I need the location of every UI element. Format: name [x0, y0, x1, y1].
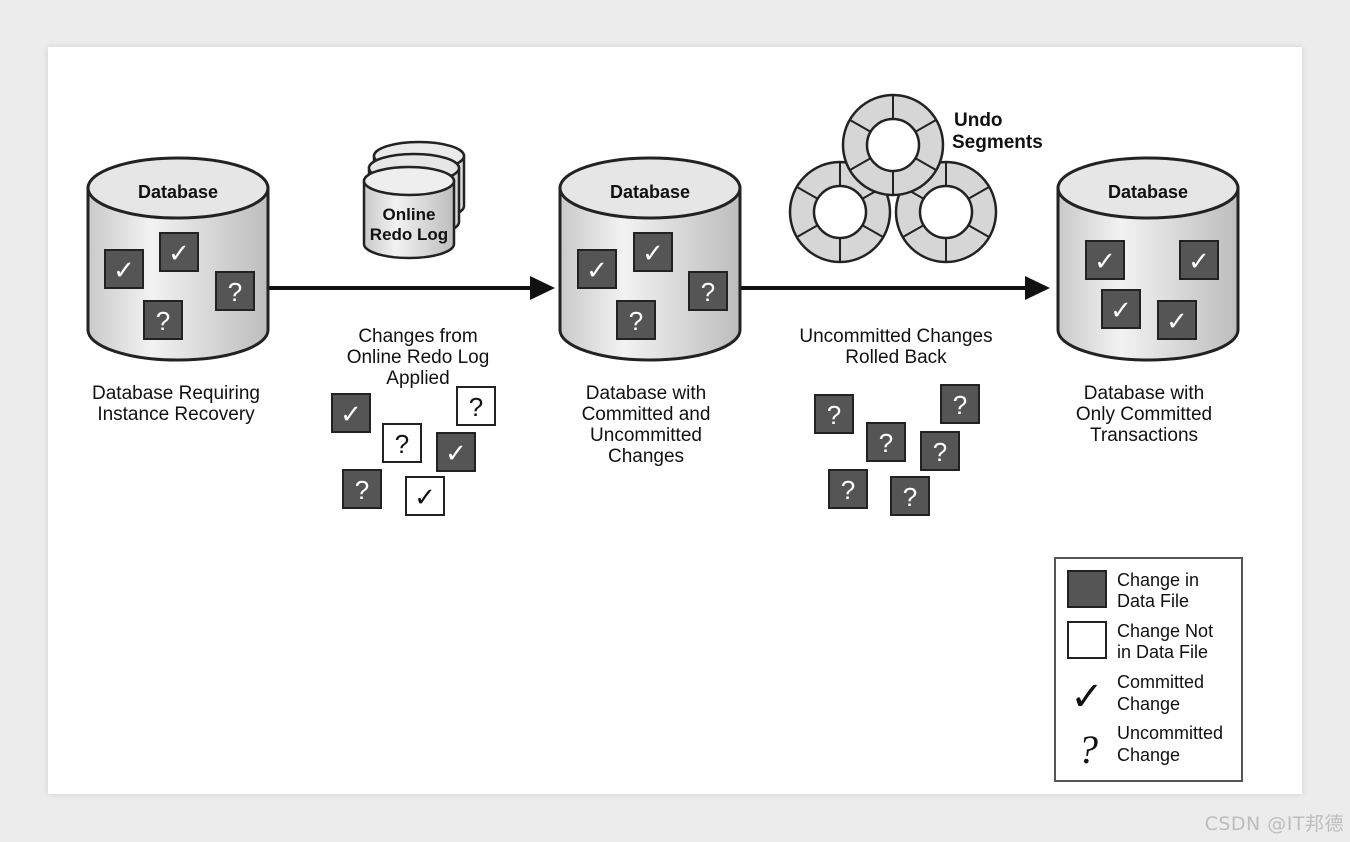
watermark: CSDN @IT邦德: [1205, 809, 1344, 836]
svg-text:✓: ✓: [414, 482, 436, 512]
undo-label-line: Segments: [952, 132, 1043, 153]
db1-caption-line: Instance Recovery: [97, 404, 255, 425]
svg-text:?: ?: [827, 400, 841, 430]
svg-text:in Data File: in Data File: [1117, 642, 1208, 662]
svg-text:Uncommitted: Uncommitted: [1117, 723, 1223, 743]
svg-text:?: ?: [903, 482, 917, 512]
db3-title: Database: [1108, 182, 1188, 202]
svg-text:?: ?: [395, 429, 409, 459]
legend-item-change-not-in-data-file: Change Not in Data File: [1068, 621, 1213, 662]
svg-text:✓: ✓: [340, 399, 362, 429]
db2-caption-line: Committed and: [582, 404, 711, 425]
svg-text:✓: ✓: [445, 438, 467, 468]
rolled-back-caption-line: Rolled Back: [845, 347, 947, 368]
arrow-db2-to-db3: [740, 276, 1050, 300]
applied-caption-line: Changes from: [358, 326, 477, 347]
svg-text:✓: ✓: [586, 255, 608, 285]
db1-caption-line: Database Requiring: [92, 383, 260, 404]
undo-label-line: Undo: [954, 110, 1003, 131]
question-mark-icon: ?: [1078, 727, 1098, 772]
db3-caption-line: Only Committed: [1076, 404, 1212, 425]
db3-caption-line: Transactions: [1090, 425, 1198, 446]
legend: Change in Data File Change Not in Data F…: [1055, 558, 1242, 781]
undo-ring-icon: [843, 95, 943, 195]
svg-text:✓: ✓: [1110, 295, 1132, 325]
change-box: ✓: [437, 433, 475, 471]
db2-title: Database: [610, 182, 690, 202]
svg-text:Data File: Data File: [1117, 591, 1189, 611]
svg-text:?: ?: [228, 277, 242, 307]
dark-square-icon: [1068, 571, 1106, 607]
change-box: ✓: [332, 394, 370, 432]
svg-text:✓: ✓: [1094, 246, 1116, 276]
db2-caption-line: Uncommitted: [590, 425, 702, 446]
svg-text:?: ?: [156, 306, 170, 336]
svg-text:Change in: Change in: [1117, 570, 1199, 590]
database-committed-uncommitted: Database ✓ ✓ ? ? Database with Committed…: [560, 158, 740, 467]
rolled-back-caption-line: Uncommitted Changes: [799, 326, 992, 347]
change-box: ✓: [1102, 290, 1140, 328]
svg-text:?: ?: [933, 437, 947, 467]
online-redo-log: Online Redo Log: [364, 142, 464, 258]
changes-applied-group: Changes from Online Redo Log Applied ✓ ?…: [332, 326, 495, 515]
db3-caption-line: Database with: [1084, 383, 1204, 404]
svg-text:Change: Change: [1117, 745, 1180, 765]
change-box: ?: [815, 395, 853, 433]
svg-text:✓: ✓: [1188, 246, 1210, 276]
redo-log-label-line: Redo Log: [370, 225, 448, 244]
change-box: ✓: [105, 250, 143, 288]
change-box: ?: [383, 424, 421, 462]
svg-text:Change: Change: [1117, 694, 1180, 714]
arrow-db1-to-db2: [268, 276, 555, 300]
change-box: ✓: [160, 233, 198, 271]
svg-text:?: ?: [953, 390, 967, 420]
db2-caption-line: Database with: [586, 383, 706, 404]
change-box: ?: [617, 301, 655, 339]
database-requiring-recovery: Database ✓ ✓ ? ? Database Requiring Inst…: [88, 158, 268, 425]
change-box: ✓: [1180, 241, 1218, 279]
white-square-icon: [1068, 622, 1106, 658]
change-box: ?: [941, 385, 979, 423]
svg-text:✓: ✓: [642, 238, 664, 268]
svg-text:?: ?: [629, 306, 643, 336]
change-box: ?: [829, 470, 867, 508]
change-box: ?: [343, 470, 381, 508]
change-box: ✓: [578, 250, 616, 288]
redo-log-label-line: Online: [383, 205, 436, 224]
change-box: ✓: [1158, 301, 1196, 339]
change-box: ?: [891, 477, 929, 515]
svg-text:✓: ✓: [113, 255, 135, 285]
undo-segments: Undo Segments: [790, 95, 1043, 262]
applied-caption-line: Online Redo Log: [347, 347, 490, 368]
change-box: ?: [457, 387, 495, 425]
svg-text:✓: ✓: [168, 238, 190, 268]
check-mark-icon: ✓: [1070, 675, 1104, 719]
change-box: ?: [144, 301, 182, 339]
change-box: ✓: [1086, 241, 1124, 279]
svg-text:?: ?: [701, 277, 715, 307]
change-box: ?: [689, 272, 727, 310]
legend-item-change-in-data-file: Change in Data File: [1068, 570, 1199, 611]
db2-caption-line: Changes: [608, 446, 684, 467]
database-only-committed: Database ✓ ✓ ✓ ✓ Database with Only Comm…: [1058, 158, 1238, 446]
svg-text:Change Not: Change Not: [1117, 621, 1213, 641]
change-box: ?: [867, 423, 905, 461]
svg-text:?: ?: [841, 475, 855, 505]
svg-text:Committed: Committed: [1117, 672, 1204, 692]
svg-text:?: ?: [879, 428, 893, 458]
svg-text:?: ?: [469, 392, 483, 422]
svg-text:?: ?: [355, 475, 369, 505]
rolled-back-group: Uncommitted Changes Rolled Back ? ? ? ? …: [799, 326, 992, 515]
applied-caption-line: Applied: [386, 368, 449, 389]
svg-text:✓: ✓: [1166, 306, 1188, 336]
db1-title: Database: [138, 182, 218, 202]
change-box: ?: [921, 432, 959, 470]
change-box: ✓: [406, 477, 444, 515]
change-box: ?: [216, 272, 254, 310]
change-box: ✓: [634, 233, 672, 271]
